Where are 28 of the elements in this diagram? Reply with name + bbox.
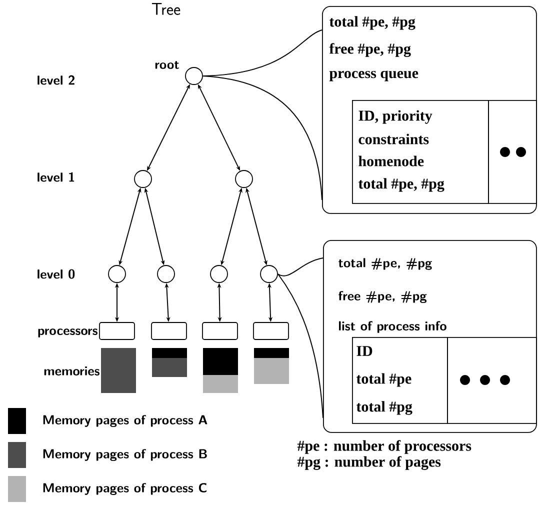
label: level 0 xyxy=(38,269,75,279)
tree-node xyxy=(210,265,228,283)
tree-node xyxy=(108,265,126,283)
table-cell: ID, priority constraints homenode total #pe, #pg xyxy=(352,100,489,204)
tree-node xyxy=(185,67,203,85)
ellipsis-cell xyxy=(488,100,537,204)
tree-node xyxy=(134,170,152,188)
label: #pg : number of pages xyxy=(297,456,441,470)
ellipsis-cell xyxy=(447,337,537,424)
label: level 2 xyxy=(38,75,74,85)
tree-node xyxy=(260,265,278,283)
processor-box xyxy=(151,322,187,340)
legend-label: Memory pages of process C xyxy=(43,483,207,495)
processor-box xyxy=(202,322,238,340)
label: memories xyxy=(44,366,100,376)
node-label: root xyxy=(155,61,179,69)
tree-node xyxy=(235,170,253,188)
tree-node xyxy=(157,265,175,283)
label: level 1 xyxy=(38,172,74,182)
callout-lines xyxy=(202,30,322,200)
processor-box xyxy=(253,322,289,340)
title: Tree xyxy=(152,3,180,15)
callout-lines xyxy=(277,258,324,418)
legend-label: Memory pages of process B xyxy=(43,449,207,461)
processor-box xyxy=(99,322,135,340)
table-cell: ID total #pe total #pg xyxy=(352,337,448,424)
label: #pe : number of processors xyxy=(297,440,472,454)
legend-label: Memory pages of process A xyxy=(43,415,208,427)
